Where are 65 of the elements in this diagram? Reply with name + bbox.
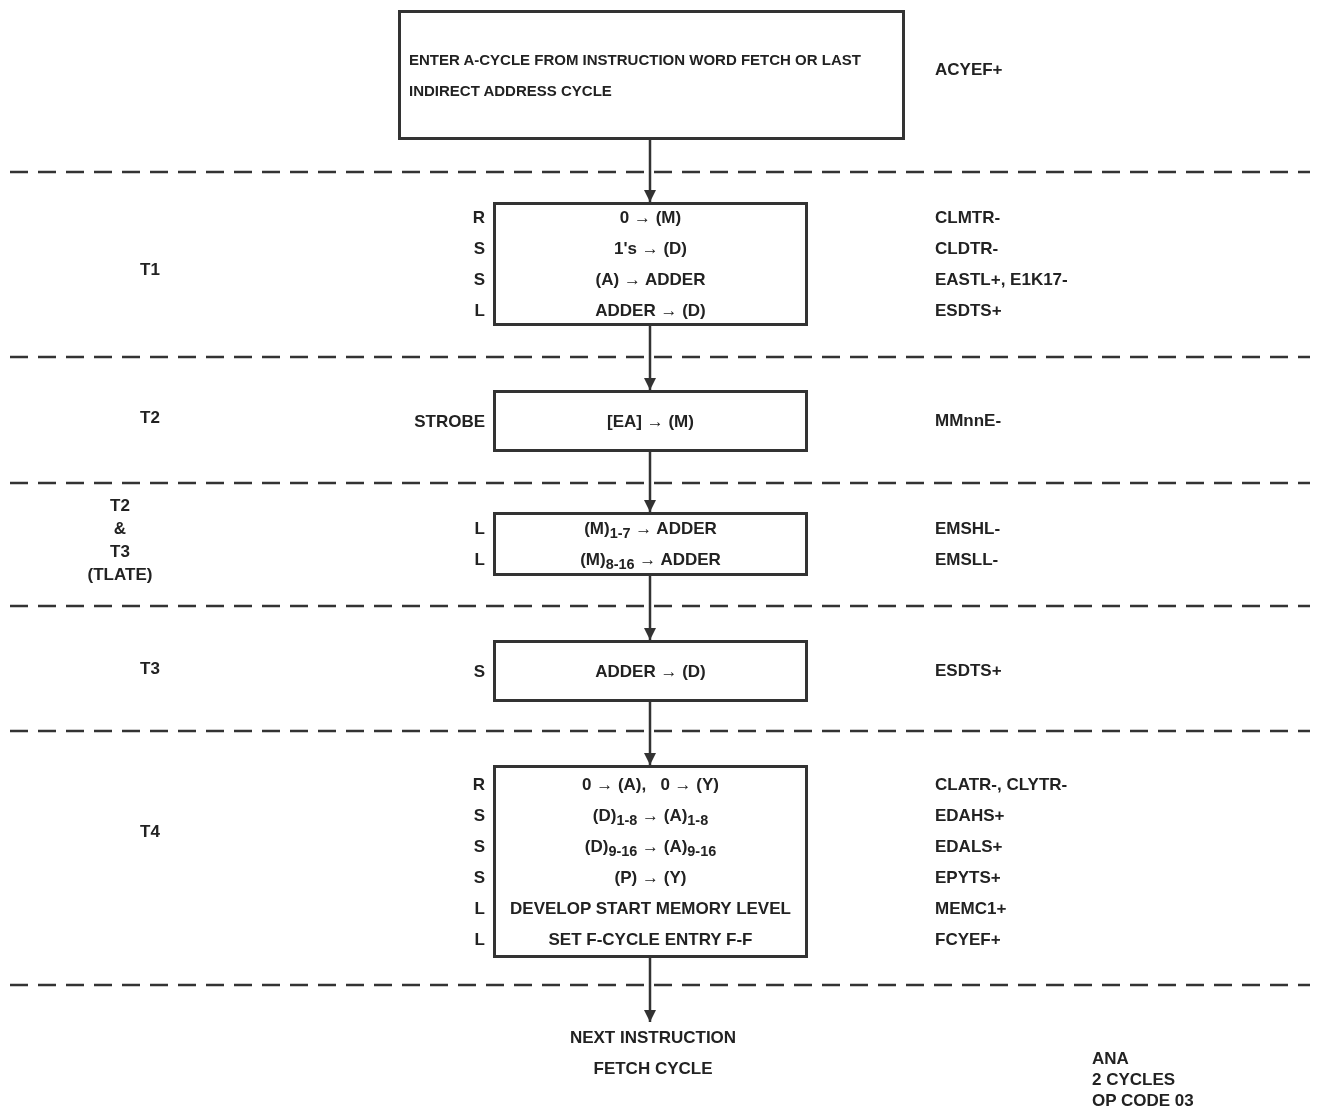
note-text: OP CODE 03: [1092, 1090, 1194, 1111]
timing-letter: L: [474, 897, 485, 920]
timing-letter: S: [473, 660, 485, 683]
time-label: T2 & T3 (TLATE): [86, 495, 154, 586]
operation-text: 0 → (M): [618, 207, 683, 229]
terminal-label: NEXT INSTRUCTION FETCH CYCLE: [548, 1022, 758, 1088]
signal-name: MEMC1+: [935, 897, 1007, 920]
time-label: T4: [140, 821, 160, 843]
timing-letter: S: [473, 269, 485, 291]
operation-text: (P) → (Y): [613, 866, 688, 889]
timing-letter: S: [473, 804, 485, 827]
signal-name: ESDTS+: [935, 660, 1002, 682]
time-label: T1: [140, 259, 160, 281]
operation-text: [EA] → (M): [606, 410, 695, 433]
timing-letter: L: [474, 518, 485, 540]
arrow: [643, 452, 657, 512]
signal-name: EPYTS+: [935, 866, 1001, 889]
timing-letter: S: [473, 866, 485, 889]
time-label: T2: [140, 407, 160, 429]
timing-letter: L: [474, 928, 485, 951]
signal-name: ACYEF+: [935, 58, 1003, 81]
operation-text: (D)$_{9-16}$ → (A)$_{9-16}$: [583, 835, 718, 861]
operation-text: 0 → (A), 0 → (Y): [581, 773, 720, 796]
side-label: STROBE: [414, 410, 485, 433]
arrow: [643, 140, 657, 202]
note-text: 2 CYCLES: [1092, 1069, 1176, 1090]
signal-name: EDALS+: [935, 835, 1003, 858]
timing-letter: L: [474, 549, 485, 571]
operation-text: 1's → (D): [613, 238, 688, 260]
arrow: [643, 576, 657, 640]
signal-name: CLMTR-: [935, 207, 1001, 229]
operation-text: (M)$_{8-16}$ → ADDER: [579, 549, 722, 575]
operation-text: ADDER → (D): [594, 300, 707, 322]
arrow: [643, 702, 657, 765]
timing-letter: R: [472, 773, 485, 796]
process-box: [493, 640, 808, 702]
signal-name: FCYEF+: [935, 928, 1001, 951]
operation-text: SET F-CYCLE ENTRY F-F: [547, 928, 754, 951]
process-box: [493, 390, 808, 452]
process-box: [493, 512, 808, 576]
signal-name: CLDTR-: [935, 238, 999, 260]
timing-letter: S: [473, 835, 485, 858]
time-label: T3: [140, 658, 160, 680]
signal-name: CLATR-, CLYTR-: [935, 773, 1068, 796]
arrow: [643, 958, 657, 1022]
operation-text: ENTER A-CYCLE FROM INSTRUCTION WORD FETCH OR LAST INDIRECT ADDRESS CYCLE: [409, 50, 862, 101]
operation-text: (M)$_{1-7}$ → ADDER: [583, 518, 718, 544]
process-box: [398, 10, 905, 140]
signal-name: EMSHL-: [935, 518, 1001, 540]
signal-name: EASTL+, E1K17-: [935, 269, 1068, 291]
signal-name: EMSLL-: [935, 549, 999, 571]
process-box: [493, 202, 808, 326]
timing-letter: S: [473, 238, 485, 260]
timing-letter: L: [474, 300, 485, 322]
operation-text: ADDER → (D): [594, 660, 707, 683]
signal-name: EDAHS+: [935, 804, 1005, 827]
operation-text: (A) → ADDER: [594, 269, 707, 291]
note-text: ANA: [1092, 1048, 1129, 1069]
arrow: [643, 326, 657, 390]
process-box: [493, 765, 808, 958]
signal-name: ESDTS+: [935, 300, 1002, 322]
signal-name: MMnnE-: [935, 410, 1002, 432]
operation-text: (D)$_{1-8}$ → (A)$_{1-8}$: [591, 804, 710, 830]
timing-letter: R: [472, 207, 485, 229]
operation-text: DEVELOP START MEMORY LEVEL: [509, 897, 792, 920]
